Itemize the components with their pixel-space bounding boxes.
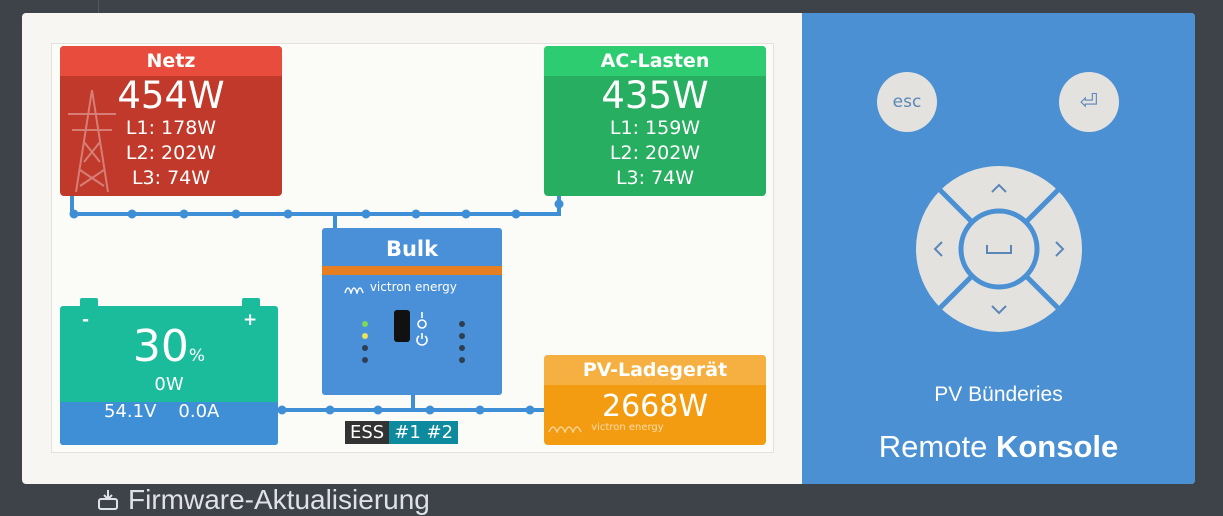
inverter-tile[interactable]: Bulk victron energy	[322, 228, 502, 395]
inverter-stripe	[322, 266, 502, 275]
up-arrow-icon[interactable]	[991, 183, 1007, 193]
space-icon[interactable]	[986, 245, 1012, 254]
enter-button[interactable]: ⏎	[1059, 72, 1119, 132]
grid-l3: L3: 74W	[131, 167, 211, 189]
ac-loads-total-power: 435W	[601, 74, 709, 117]
firmware-update-link[interactable]: Firmware-Aktualisierung	[96, 484, 430, 516]
led-right-3	[459, 345, 465, 351]
ac-loads-l2: L2: 202W	[609, 142, 701, 164]
grid-tile[interactable]: Netz 454W L1: 178W L2: 202W L3: 74W	[60, 46, 282, 196]
inverter-switch	[394, 310, 410, 342]
led-off-2	[362, 357, 368, 363]
victron-logo-icon	[548, 426, 582, 434]
enter-icon: ⏎	[1079, 89, 1099, 115]
led-off-1	[362, 345, 368, 351]
firmware-label: Firmware-Aktualisierung	[128, 484, 430, 515]
battery-terminal-plus	[242, 298, 260, 306]
grid-total-power: 454W	[117, 74, 225, 117]
battery-level-fill	[60, 402, 278, 445]
overview-screen[interactable]: Netz 454W L1: 178W L2: 202W L3: 74W AC-L…	[51, 43, 774, 453]
pv-charger-brand: victron energy	[548, 421, 664, 434]
remote-console-modal: Netz 454W L1: 178W L2: 202W L3: 74W AC-L…	[22, 13, 1195, 484]
led-yellow	[362, 333, 368, 339]
pylon-icon	[68, 89, 116, 193]
victron-logo-icon	[344, 286, 364, 295]
ac-loads-l3: L3: 74W	[615, 167, 695, 189]
firmware-icon	[98, 490, 118, 510]
grid-l2: L2: 202W	[125, 142, 217, 164]
left-arrow-icon[interactable]	[933, 241, 943, 257]
battery-power: 0W	[154, 374, 184, 395]
battery-tile[interactable]: - + 30% 0W 54.1V 0.0A	[60, 306, 278, 445]
battery-soc: 30%	[132, 321, 206, 372]
grid-l1: L1: 178W	[125, 117, 217, 139]
esc-button[interactable]: esc	[877, 72, 937, 132]
inverter-brand: victron energy	[344, 280, 457, 295]
ac-loads-tile[interactable]: AC-Lasten 435W L1: 159W L2: 202W L3: 74W	[544, 46, 766, 196]
ac-loads-l1: L1: 159W	[609, 117, 701, 139]
down-arrow-icon[interactable]	[991, 305, 1007, 315]
led-right-4	[459, 357, 465, 363]
battery-current: 0.0A	[178, 401, 220, 422]
ac-loads-title: AC-Lasten	[544, 46, 766, 76]
led-right-1	[459, 321, 465, 327]
battery-terminal-minus	[80, 298, 98, 306]
background-divider	[98, 0, 99, 14]
remote-console-panel: esc ⏎ PV Bünderies Remote Konsole	[802, 13, 1195, 484]
remote-console-title: Remote Konsole	[878, 429, 1119, 464]
pv-charger-tile[interactable]: PV-Ladegerät 2668W victron energy	[544, 355, 766, 445]
battery-voltage: 54.1V	[104, 401, 157, 422]
battery-minus: -	[82, 310, 90, 330]
ess-mode: ESS	[345, 421, 390, 444]
inverter-state: Bulk	[385, 237, 439, 261]
right-arrow-icon[interactable]	[1055, 241, 1065, 257]
pv-charger-title: PV-Ladegerät	[544, 355, 766, 385]
battery-plus: +	[243, 310, 258, 330]
ess-tag: ESS #1 #2	[345, 421, 459, 444]
grid-title: Netz	[60, 46, 282, 76]
dpad	[916, 166, 1082, 332]
led-right-2	[459, 333, 465, 339]
power-icon	[416, 312, 428, 346]
led-green	[362, 321, 368, 327]
pv-charger-power: 2668W	[601, 389, 708, 424]
ess-ids: #1 #2	[389, 421, 459, 444]
device-name: PV Bünderies	[934, 383, 1063, 406]
battery-values: 54.1V 0.0A	[104, 401, 219, 422]
